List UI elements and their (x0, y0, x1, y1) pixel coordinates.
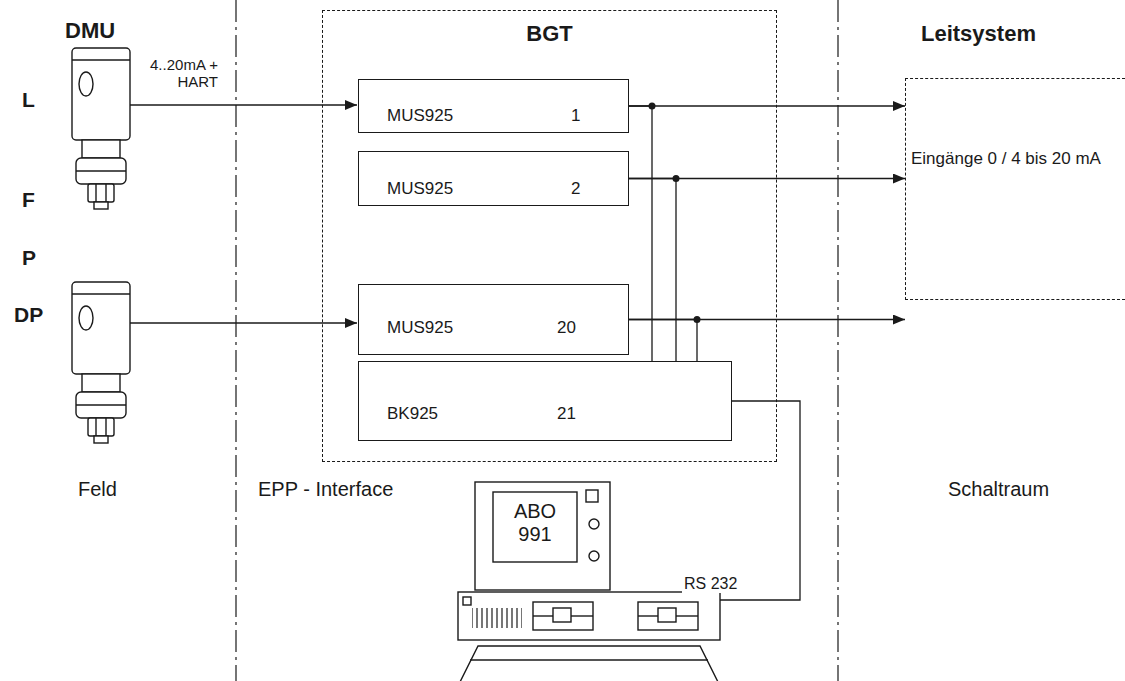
module-box: MUS925 1 (358, 79, 629, 133)
control-system-box: LeitsystemEingänge 0 / 4 bis 20 mA (905, 78, 1125, 300)
module-type: BK925 (387, 404, 438, 424)
connector (629, 320, 697, 362)
measurand-letter: L (22, 88, 35, 112)
module-type: MUS925 (387, 179, 453, 199)
connector (629, 105, 905, 106)
pressure-transmitter (72, 48, 130, 209)
measurand-letter: F (22, 188, 35, 212)
measurand-letter: DP (14, 303, 43, 327)
connector (720, 401, 800, 600)
connector-label: RS 232 (682, 575, 739, 593)
zone-name: Feld (78, 478, 117, 501)
connector (629, 106, 652, 361)
device-heading: DMU (65, 18, 115, 43)
bus-coupler-box: BK925 21 (358, 361, 732, 441)
junction-dot (649, 103, 656, 110)
junction-dot (673, 175, 680, 182)
module-type: MUS925 (387, 106, 453, 126)
screen-text: ABO 991 (500, 500, 570, 546)
module-number: 1 (571, 106, 580, 126)
zone-name: EPP - Interface (258, 478, 393, 501)
module-box: MUS925 2 (358, 151, 629, 206)
measurand-letter: P (22, 246, 36, 270)
module-number: 20 (557, 318, 576, 338)
module-number: 21 (557, 404, 576, 424)
junction-dot (694, 316, 701, 323)
computer-node: ABO 991 (455, 482, 720, 640)
module-number: 2 (571, 179, 580, 199)
zone-name: Schaltraum (948, 478, 1049, 501)
module-box: MUS925 20 (358, 284, 629, 355)
signal-name: 4..20mA + HART (138, 56, 218, 91)
module-type: MUS925 (387, 318, 453, 338)
pressure-transmitter (72, 282, 130, 443)
input-note: Eingänge 0 / 4 bis 20 mA (911, 149, 1101, 169)
bgt-group: BGTMUS9251MUS9252MUS92520BK92521 (322, 10, 777, 462)
zone-separator (236, 0, 838, 681)
group-heading: BGT (323, 21, 776, 46)
system-heading: Leitsystem (921, 21, 1036, 46)
connector (629, 179, 676, 362)
